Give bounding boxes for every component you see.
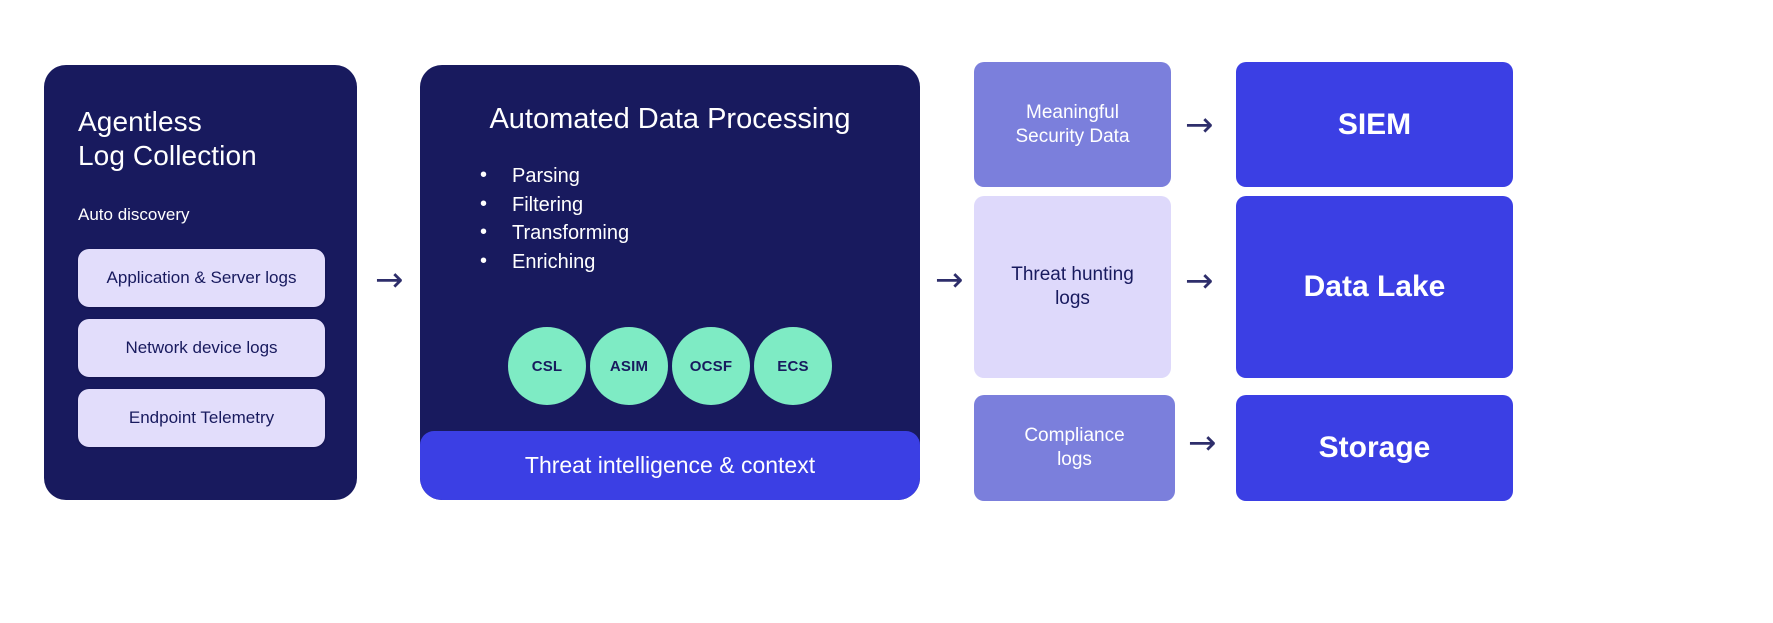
bullet-icon: • <box>480 164 488 186</box>
source-chip-network-device-logs[interactable]: Network device logs <box>78 319 325 378</box>
output-data-compliance-logs: Compliance logs <box>974 395 1175 501</box>
source-chip-endpoint-telemetry[interactable]: Endpoint Telemetry <box>78 389 325 448</box>
processing-steps-list: • Parsing • Filtering • Transforming • E… <box>420 164 920 275</box>
collection-title: Agentless Log Collection <box>78 106 257 172</box>
collection-subtitle: Auto discovery <box>78 205 190 225</box>
bullet-icon: • <box>480 192 488 215</box>
processing-step-transforming: • Transforming <box>480 221 920 247</box>
destination-data-lake[interactable]: Data Lake <box>1236 196 1513 378</box>
source-chip-application-server-logs[interactable]: Application & Server logs <box>78 249 325 308</box>
processing-title: Automated Data Processing <box>489 103 851 135</box>
schema-standards-row: CSL ASIM OCSF ECS <box>420 327 920 405</box>
arrow-right-icon-compliance-logs-to-storage: → <box>1188 423 1217 463</box>
schema-badge-ocsf[interactable]: OCSF <box>672 327 750 405</box>
bullet-icon: • <box>480 221 488 244</box>
threat-intelligence-context-bar: Threat intelligence & context <box>420 431 920 500</box>
destination-siem[interactable]: SIEM <box>1236 62 1513 187</box>
processing-step-label: Transforming <box>512 222 630 245</box>
output-data-threat-hunting-logs: Threat hunting logs <box>974 196 1171 378</box>
arrow-right-icon-collection-to-processing: → <box>375 260 404 300</box>
processing-step-label: Enriching <box>512 250 596 273</box>
collection-source-list: Application & Server logs Network device… <box>78 249 325 448</box>
arrow-right-icon-threat-hunting-logs-to-data-lake: → <box>1185 261 1214 301</box>
arrow-right-icon-processing-to-outputs: → <box>935 260 964 300</box>
processing-step-enriching: • Enriching <box>480 250 920 276</box>
agentless-log-collection-panel: Agentless Log Collection Auto discovery … <box>44 65 357 500</box>
schema-badge-asim[interactable]: ASIM <box>590 327 668 405</box>
bullet-icon: • <box>480 249 488 272</box>
processing-step-label: Filtering <box>512 193 584 216</box>
destination-storage[interactable]: Storage <box>1236 395 1513 501</box>
schema-badge-csl[interactable]: CSL <box>508 327 586 405</box>
automated-data-processing-panel: Automated Data Processing • Parsing • Fi… <box>420 65 920 500</box>
arrow-right-icon-meaningful-security-data-to-siem: → <box>1185 105 1214 145</box>
output-data-meaningful-security-data: Meaningful Security Data <box>974 62 1171 187</box>
processing-step-label: Parsing <box>512 165 580 187</box>
schema-badge-ecs[interactable]: ECS <box>754 327 832 405</box>
processing-step-parsing: • Parsing <box>480 164 920 190</box>
processing-step-filtering: • Filtering <box>480 193 920 219</box>
